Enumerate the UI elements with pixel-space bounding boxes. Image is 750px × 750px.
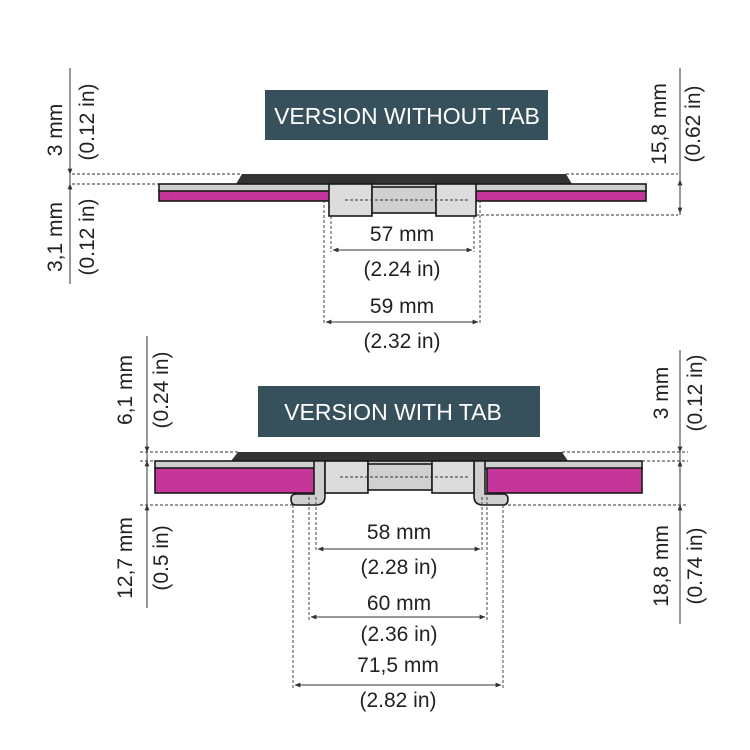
top-version-group: VERSION WITHOUT TAB 3 mm (0.12 in) 3,1 m… bbox=[44, 68, 705, 353]
bottom-left-bottom-in: (0.5 in) bbox=[150, 525, 173, 590]
bottom-title-banner bbox=[258, 386, 540, 437]
top-left-top-mm: 3 mm bbox=[44, 104, 67, 157]
bottom-width-2-in: (2.36 in) bbox=[360, 623, 437, 646]
bottom-hinge-drawing bbox=[154, 452, 643, 506]
top-left-bottom-in: (0.12 in) bbox=[76, 198, 99, 275]
bottom-left-top-mm: 6,1 mm bbox=[114, 355, 137, 425]
top-hinge-leaf-dark bbox=[236, 174, 572, 184]
top-width-inner-in: (2.24 in) bbox=[363, 258, 440, 281]
top-width-outer-mm: 59 mm bbox=[370, 295, 434, 318]
top-right-mm: 15,8 mm bbox=[648, 83, 671, 165]
bottom-right-plate bbox=[486, 467, 643, 494]
top-title-banner bbox=[265, 90, 548, 140]
top-hinge-drawing bbox=[158, 174, 647, 217]
bottom-left-plate bbox=[154, 467, 318, 494]
bottom-width-1-in: (2.28 in) bbox=[360, 556, 437, 579]
bottom-right-tab bbox=[473, 460, 509, 506]
top-left-bottom-mm: 3,1 mm bbox=[44, 202, 67, 272]
top-right-plate bbox=[475, 190, 647, 202]
top-left-plate bbox=[158, 190, 331, 202]
bottom-left-tab bbox=[290, 460, 326, 506]
top-title: VERSION WITHOUT TAB bbox=[274, 103, 540, 129]
bottom-hinge-leaf-dark bbox=[231, 452, 568, 461]
bottom-width-1-mm: 58 mm bbox=[367, 521, 431, 544]
bottom-width-2-mm: 60 mm bbox=[367, 592, 431, 615]
bottom-left-top-in: (0.24 in) bbox=[150, 351, 173, 428]
bottom-left-bottom-mm: 12,7 mm bbox=[114, 517, 137, 599]
bottom-right-bottom-mm: 18,8 mm bbox=[650, 525, 673, 607]
top-left-top-in: (0.12 in) bbox=[76, 83, 99, 160]
top-width-inner-mm: 57 mm bbox=[370, 223, 434, 246]
bottom-title: VERSION WITH TAB bbox=[284, 399, 502, 425]
bottom-right-top-in: (0.12 in) bbox=[684, 354, 707, 431]
bottom-right-bottom-in: (0.74 in) bbox=[684, 527, 707, 604]
top-right-in: (0.62 in) bbox=[682, 85, 705, 162]
bottom-version-group: VERSION WITH TAB 6,1 mm (0.24 in) 12,7 m… bbox=[114, 336, 707, 712]
bottom-width-3-in: (2.82 in) bbox=[359, 689, 436, 712]
top-width-outer-in: (2.32 in) bbox=[363, 330, 440, 353]
bottom-right-top-mm: 3 mm bbox=[650, 367, 673, 420]
bottom-width-3-mm: 71,5 mm bbox=[357, 654, 439, 677]
